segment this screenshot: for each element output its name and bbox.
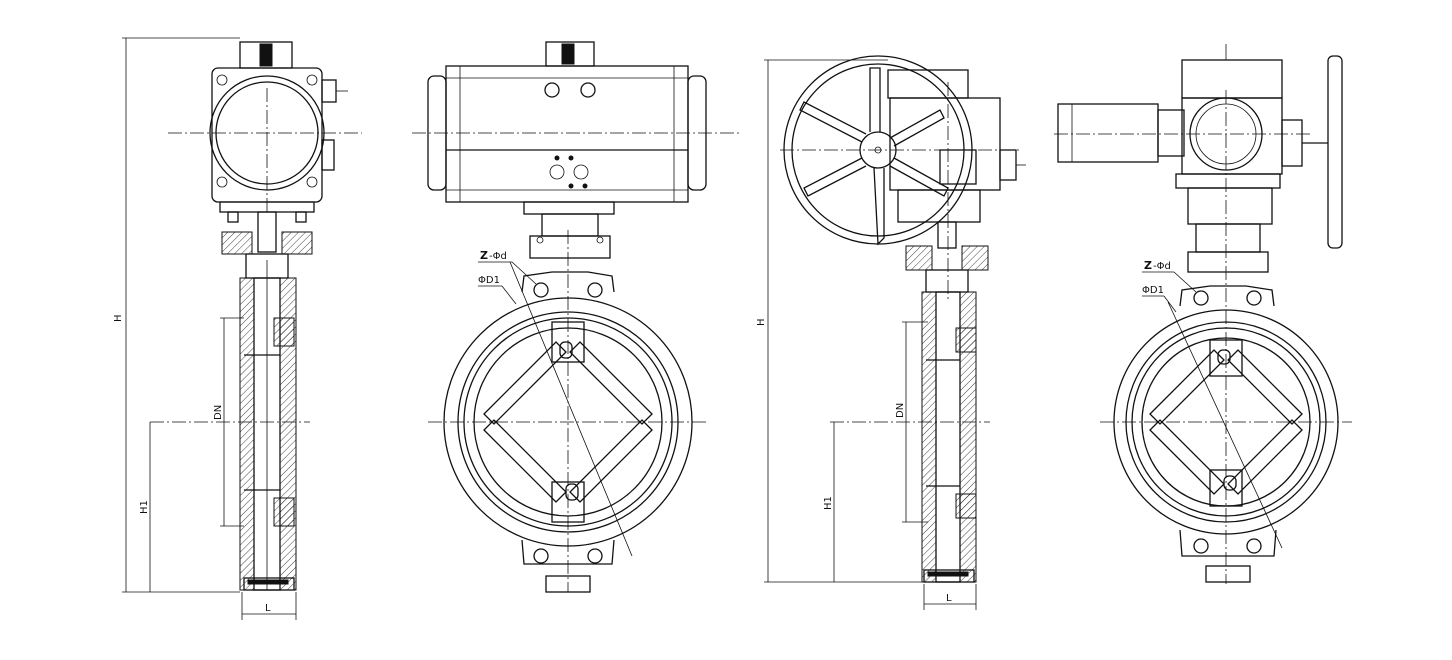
bolt-count-label: Z	[480, 249, 488, 262]
gear-side-view: H H1 DN L	[756, 55, 1026, 610]
length-dim-label: L	[265, 603, 271, 614]
bolt-circle-label: ΦD1	[478, 275, 500, 286]
bolt-hole-diameter-label: -Φd	[489, 251, 507, 262]
height-dim-label: H	[113, 314, 124, 322]
pneumatic-side-view: H H1 DN L	[113, 37, 362, 620]
nominal-diameter-dim-label: DN	[213, 405, 224, 420]
center-height-dim-label: H1	[139, 500, 150, 514]
pneumatic-front-view: Z -Φd ΦD1	[412, 41, 742, 593]
height-dim-label: H	[756, 318, 767, 326]
bolt-hole-diameter-label: -Φd	[1153, 261, 1171, 272]
electric-front-view: Z -Φd ΦD1	[1054, 44, 1352, 584]
bolt-count-label: Z	[1144, 259, 1152, 272]
length-dim-label: L	[946, 593, 952, 604]
center-height-dim-label: H1	[823, 496, 834, 510]
bolt-circle-label: ΦD1	[1142, 285, 1164, 296]
nominal-diameter-dim-label: DN	[895, 403, 906, 418]
